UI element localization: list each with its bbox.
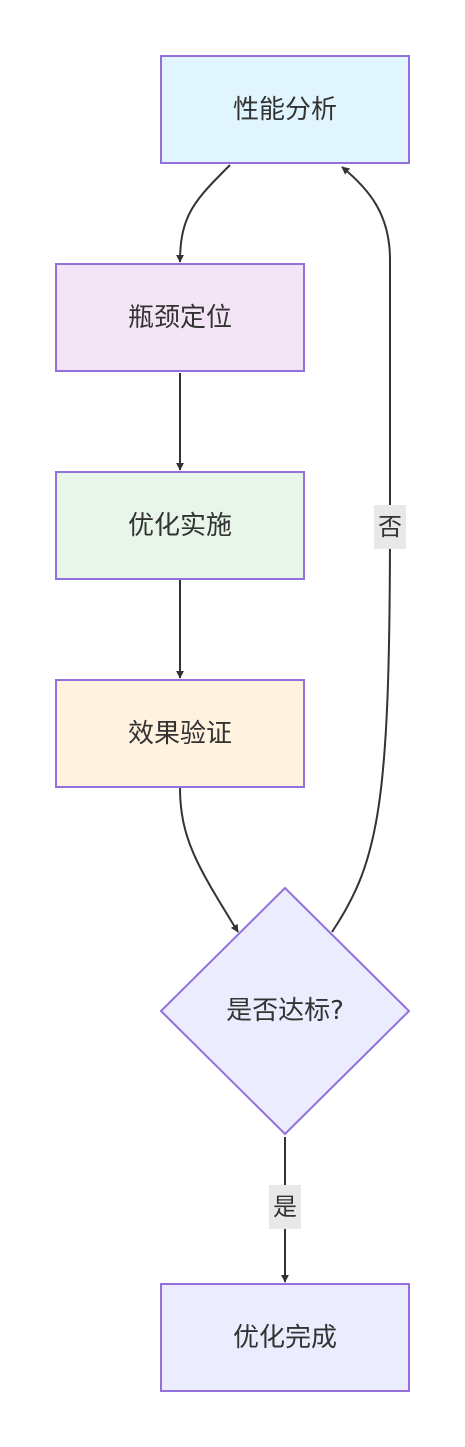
node-performance-analysis: 性能分析 (160, 55, 410, 164)
node-effect-verify-label: 效果验证 (128, 719, 232, 749)
edge-analysis-to-locate (176, 164, 231, 263)
node-optimization-done-label: 优化完成 (233, 1323, 337, 1353)
edge-verify-to-decision (179, 787, 239, 933)
node-bottleneck-locate: 瓶颈定位 (55, 263, 305, 372)
node-performance-analysis-label: 性能分析 (233, 95, 337, 125)
node-optimization-implement-label: 优化实施 (128, 511, 232, 541)
node-decision-label: 是否达标? (226, 996, 344, 1026)
node-optimization-done: 优化完成 (160, 1283, 410, 1392)
node-effect-verify: 效果验证 (55, 679, 305, 788)
edge-label-no-text: 否 (378, 513, 402, 541)
edge-label-yes-text: 是 (273, 1193, 297, 1221)
node-optimization-implement: 优化实施 (55, 471, 305, 580)
edge-decision-to-analysis-no (331, 166, 391, 933)
node-bottleneck-locate-label: 瓶颈定位 (128, 303, 232, 333)
edge-label-yes: 是 (269, 1185, 301, 1229)
edge-label-no: 否 (374, 505, 406, 549)
node-decision: 是否达标? (159, 886, 411, 1136)
